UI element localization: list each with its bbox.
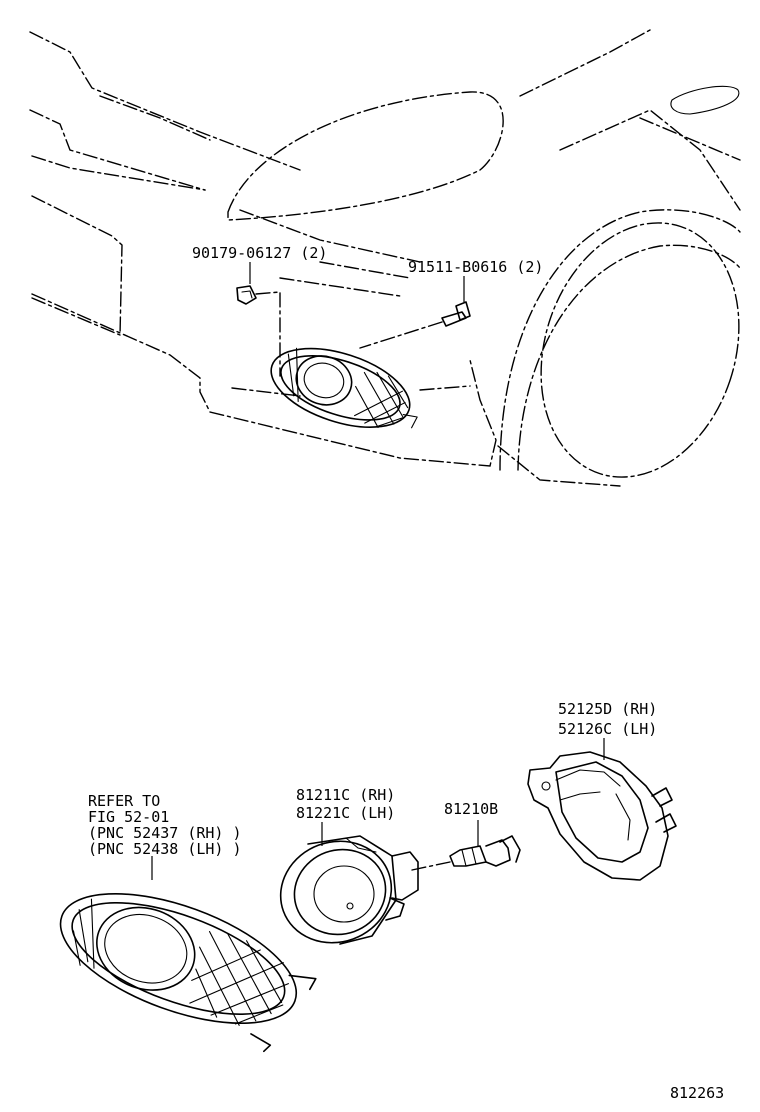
bulb-leader	[411, 861, 451, 871]
clip-part-label: 90179-06127 (2)	[192, 244, 327, 262]
refer-label-line1: REFER TO	[88, 792, 160, 810]
bracket-lh-label: 52126C (LH)	[558, 720, 657, 738]
bracket-rh-label: 52125D (RH)	[558, 700, 657, 718]
diagram-number: 812263	[670, 1084, 724, 1102]
fog-lamp-bracket	[527, 751, 677, 881]
bulb-part-label: 81210B	[444, 800, 498, 818]
refer-label-line3: (PNC 52437 (RH) )	[88, 824, 242, 842]
bolt-part-label: 91511-B0616 (2)	[408, 258, 543, 276]
fog-lamp-assembly	[279, 835, 419, 945]
car-front-outline	[29, 29, 741, 487]
installed-fog-lamp-grille	[270, 347, 418, 429]
bulb-icon	[449, 835, 521, 867]
clip-leader	[255, 291, 281, 377]
bolt-leader	[359, 321, 443, 349]
lamp-lh-label: 81221C (LH)	[296, 804, 395, 822]
clip-icon	[236, 285, 257, 305]
lamp-rh-label: 81211C (RH)	[296, 786, 395, 804]
bolt-icon	[441, 301, 471, 327]
refer-label-line2: FIG 52-01	[88, 808, 169, 826]
fog-lamp-grille	[59, 893, 317, 1053]
refer-label-line4: (PNC 52438 (LH) )	[88, 840, 242, 858]
